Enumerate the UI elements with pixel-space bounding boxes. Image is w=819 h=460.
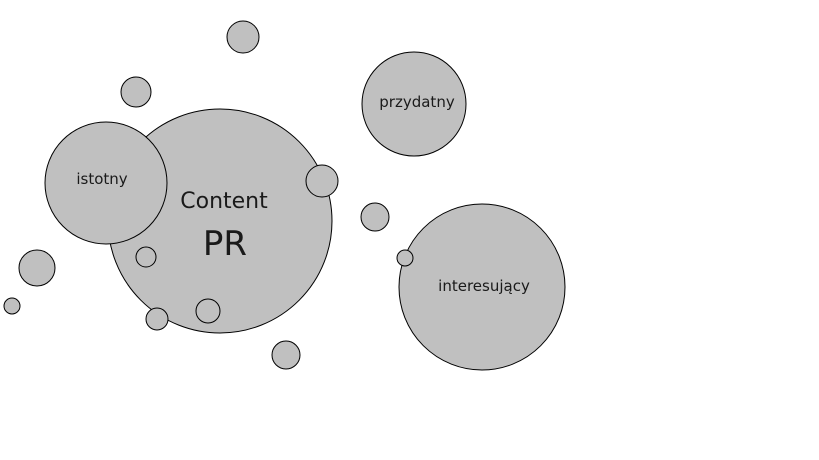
interesujacy-bubble: [398, 203, 566, 371]
small-dot: [195, 298, 221, 324]
small-dot: [396, 249, 414, 267]
small-dot: [271, 340, 301, 370]
istotny-label: istotny: [76, 170, 127, 188]
przydatny-bubble: [361, 51, 467, 157]
small-dot: [145, 307, 169, 331]
small-dot: [135, 246, 157, 268]
przydatny-label: przydatny: [379, 93, 455, 111]
small-dot: [305, 164, 339, 198]
small-dot: [3, 297, 21, 315]
center-label-pr: PR: [203, 224, 247, 264]
small-dot: [18, 249, 56, 287]
small-dot: [360, 202, 390, 232]
interesujacy-label: interesujący: [438, 277, 530, 295]
small-dot: [226, 20, 260, 54]
center-label-content: Content: [180, 189, 268, 214]
small-dot: [120, 76, 152, 108]
istotny-bubble: [44, 121, 168, 245]
